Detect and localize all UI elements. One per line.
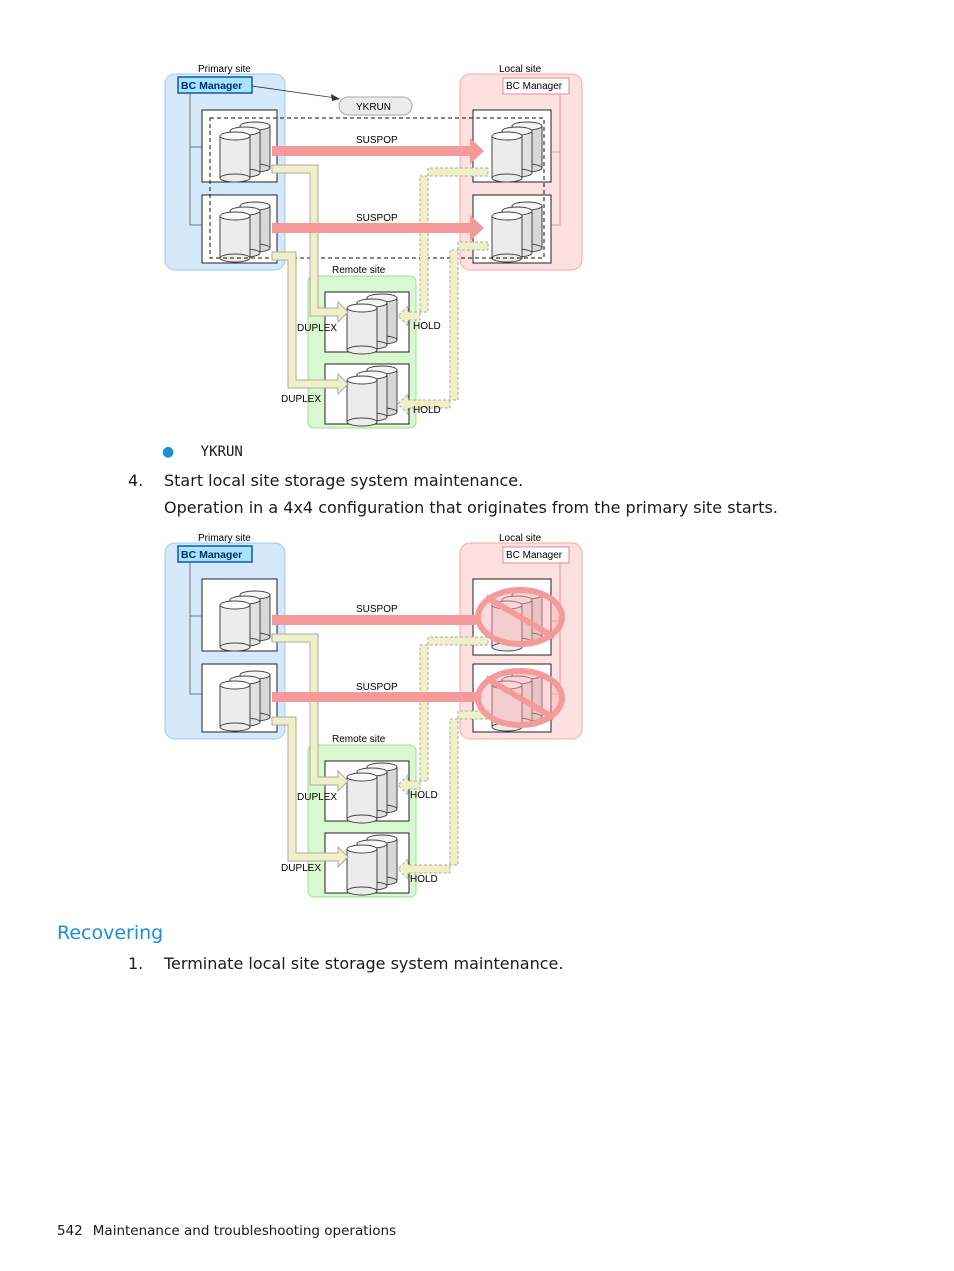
local-site-label: Local site [499,533,542,544]
step-text: Terminate local site storage system main… [164,954,564,973]
step-4: 4. Start local site storage system mainte… [128,471,523,490]
suspop-label-top: SUSPOP [356,604,398,615]
prohibited-icon-bottom [475,668,565,728]
command-pill [338,96,413,116]
bc-manager-local-label: BC Manager [506,81,563,92]
command-label: YKRUN [356,102,391,113]
page-number: 542 [57,1223,83,1239]
hold-arrow-top [397,167,489,328]
bc-manager-local-box [502,77,570,95]
step-number: 1. [128,954,144,973]
prohibited-icon-top [475,587,565,647]
page-footer: 542 Maintenance and troubleshooting opera… [57,1223,396,1239]
duplex-label-top: DUPLEX [297,792,337,803]
diagram-ykrun: Primary site Local site Remote site BC M… [150,60,600,432]
suspop-arrow-top [272,615,476,625]
step-1: 1. Terminate local site storage system ma… [128,954,563,973]
remote-site-label: Remote site [332,734,386,745]
primary-site-label: Primary site [198,533,251,544]
duplex-arrow-top [271,633,349,793]
duplex-arrow-bottom [271,251,349,396]
hold-label-top: HOLD [413,321,441,332]
primary-site-label: Primary site [198,64,251,75]
bullet-item: ● YKRUN [162,444,243,460]
suspop-arrow-top [272,138,484,164]
bc-manager-local-label: BC Manager [506,550,563,561]
remote-site-label: Remote site [332,265,386,276]
hold-label-bottom: HOLD [413,405,441,416]
suspop-label-top: SUSPOP [356,135,398,146]
bc-manager-primary-box [177,76,253,94]
step-number: 4. [128,471,144,490]
duplex-label-bottom: DUPLEX [281,394,321,405]
suspop-label-bottom: SUSPOP [356,213,398,224]
duplex-arrow-top [271,164,349,324]
bc-manager-primary-label: BC Manager [181,80,242,92]
bc-manager-local-box [502,546,570,564]
bc-manager-primary-label: BC Manager [181,549,242,561]
hold-arrow-bottom [397,241,489,416]
suspop-arrow-bottom [272,215,484,241]
hold-label-top: HOLD [410,790,438,801]
bullet-command: YKRUN [200,444,243,460]
bullet-dot-icon: ● [162,444,175,460]
bc-manager-primary-box [177,545,253,563]
diagram-local-maintenance: Primary site Local site Remote site BC M… [150,529,600,901]
local-site-label: Local site [499,64,542,75]
duplex-label-top: DUPLEX [297,323,337,334]
section-heading: Recovering [57,922,164,944]
duplex-arrow-bottom [271,716,349,869]
suspop-arrow-bottom [272,692,476,702]
step-4-detail: Operation in a 4x4 configuration that or… [164,498,778,517]
duplex-label-bottom: DUPLEX [281,863,321,874]
step-text: Start local site storage system maintena… [164,471,524,490]
hold-label-bottom: HOLD [410,874,438,885]
hold-arrow-top [397,636,489,797]
hold-arrow-bottom [397,710,489,881]
footer-title: Maintenance and troubleshooting operatio… [92,1223,397,1239]
suspop-label-bottom: SUSPOP [356,682,398,693]
